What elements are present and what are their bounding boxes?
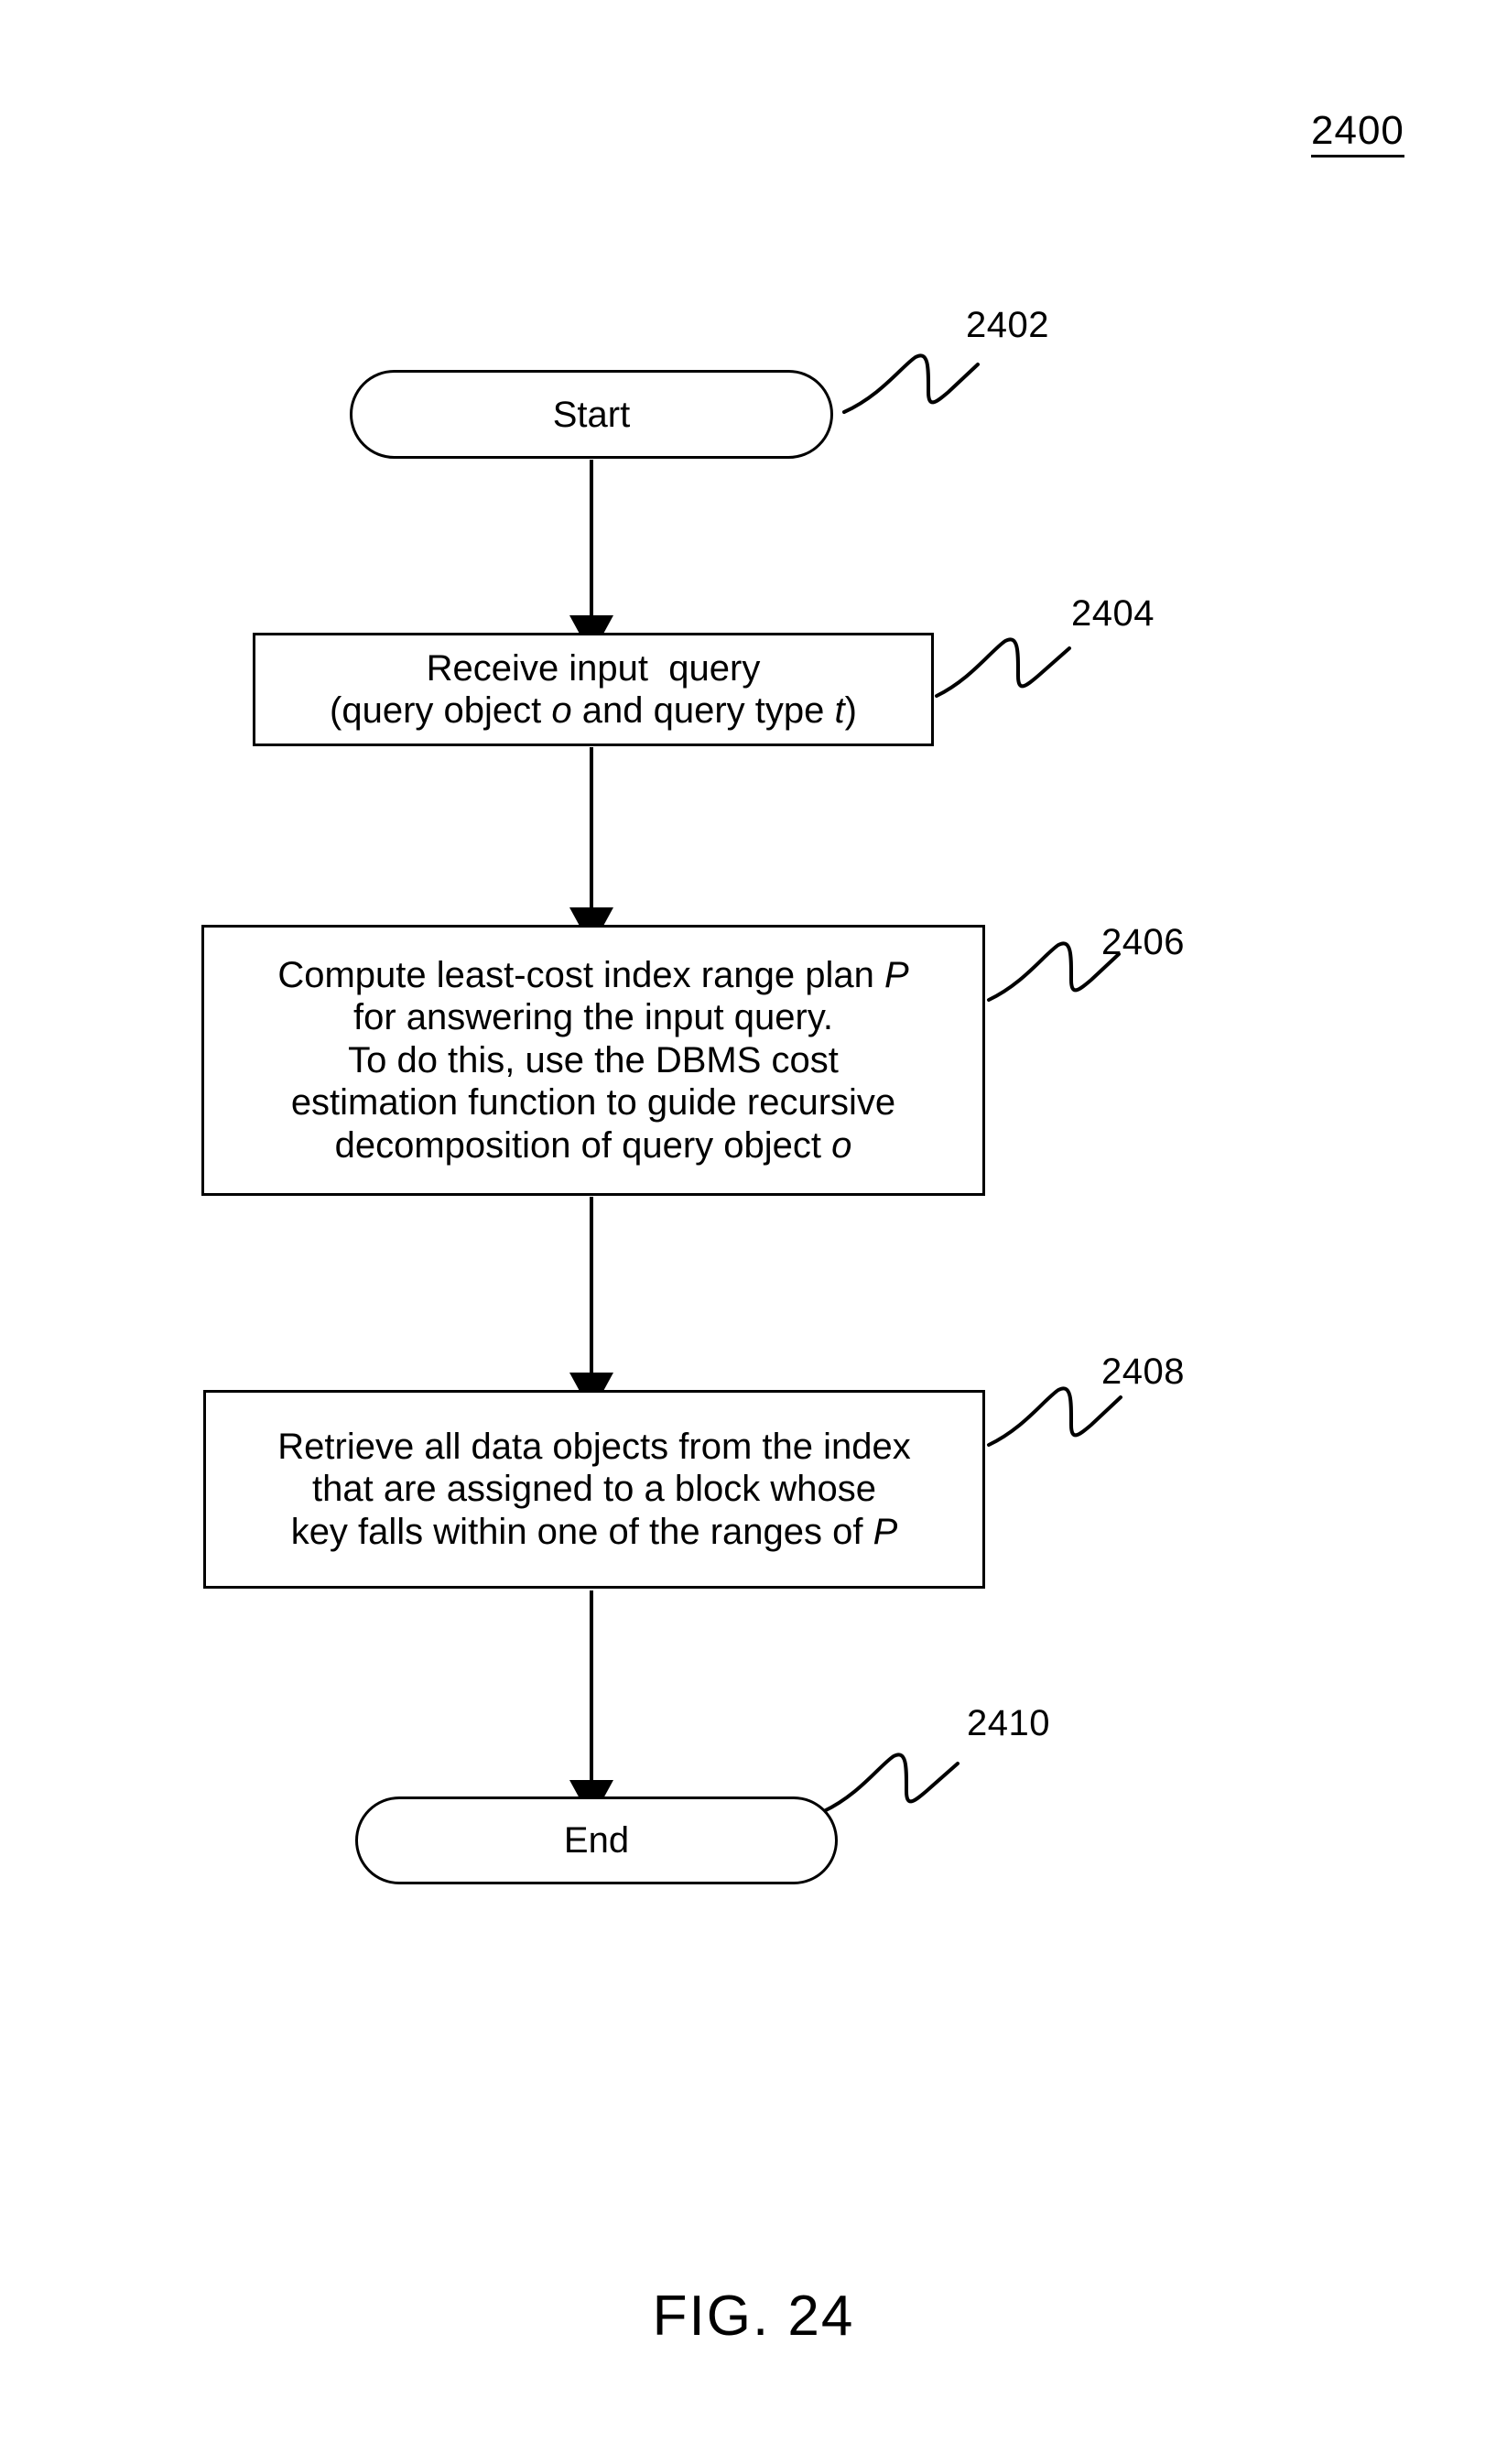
- reference-numeral-2408: 2408: [1101, 1351, 1185, 1392]
- receive-line2-part-a: (query object: [330, 690, 552, 731]
- flow-node-compute-line-4: estimation function to guide recursive: [290, 1082, 896, 1123]
- reference-numeral-2406: 2406: [1101, 922, 1185, 962]
- compute-line5-var-o: o: [831, 1124, 852, 1166]
- flow-node-compute-least-cost-plan[interactable]: Compute least-cost index range plan P fo…: [201, 925, 985, 1196]
- flow-node-compute-line-3: To do this, use the DBMS cost: [348, 1039, 839, 1080]
- flow-node-start[interactable]: Start: [350, 370, 833, 459]
- leader-line-2402: [842, 353, 980, 414]
- receive-line2-part-c: ): [844, 690, 857, 731]
- leader-line-2406: [987, 941, 1121, 1002]
- flow-node-receive-line-1: Receive input query: [426, 647, 761, 689]
- leader-line-2404: [935, 637, 1071, 698]
- figure-number: 2400: [1311, 109, 1404, 158]
- figure-caption: FIG. 24: [652, 2285, 855, 2348]
- flow-node-compute-line-2: for answering the input query.: [352, 997, 833, 1038]
- receive-line2-var-t: t: [834, 690, 845, 731]
- compute-line1-part-a: Compute least-cost index range plan: [277, 955, 884, 996]
- reference-numeral-2404: 2404: [1071, 593, 1155, 634]
- receive-line2-part-b: and query type: [571, 690, 835, 731]
- flow-node-end-label: End: [563, 1820, 630, 1861]
- flow-node-receive-line-2: (query object o and query type t): [330, 689, 857, 732]
- flow-node-retrieve-line-1: Retrieve all data objects from the index: [277, 1426, 911, 1467]
- retrieve-line3-var-p: P: [873, 1511, 898, 1552]
- flow-node-retrieve-line-3: key falls within one of the ranges of P: [291, 1511, 898, 1553]
- leader-line-2408: [987, 1386, 1122, 1447]
- flow-node-receive-input-query[interactable]: Receive input query (query object o and …: [253, 633, 934, 746]
- compute-line1-var-p: P: [884, 955, 909, 996]
- flow-node-retrieve-data-objects[interactable]: Retrieve all data objects from the index…: [203, 1390, 985, 1589]
- retrieve-line3-part-a: key falls within one of the ranges of: [290, 1511, 873, 1552]
- flow-node-end[interactable]: End: [355, 1796, 838, 1884]
- flow-node-retrieve-line-2: that are assigned to a block whose: [312, 1469, 876, 1510]
- compute-line5-part-a: decomposition of query object: [334, 1124, 832, 1166]
- reference-numeral-2410: 2410: [967, 1703, 1050, 1743]
- flow-node-start-label: Start: [552, 394, 631, 435]
- flow-node-compute-line-5: decomposition of query object o: [335, 1124, 852, 1167]
- receive-line2-var-o: o: [551, 690, 572, 731]
- flow-node-compute-line-1: Compute least-cost index range plan P: [277, 954, 908, 996]
- reference-numeral-2402: 2402: [966, 305, 1049, 345]
- leader-line-2410: [822, 1753, 959, 1813]
